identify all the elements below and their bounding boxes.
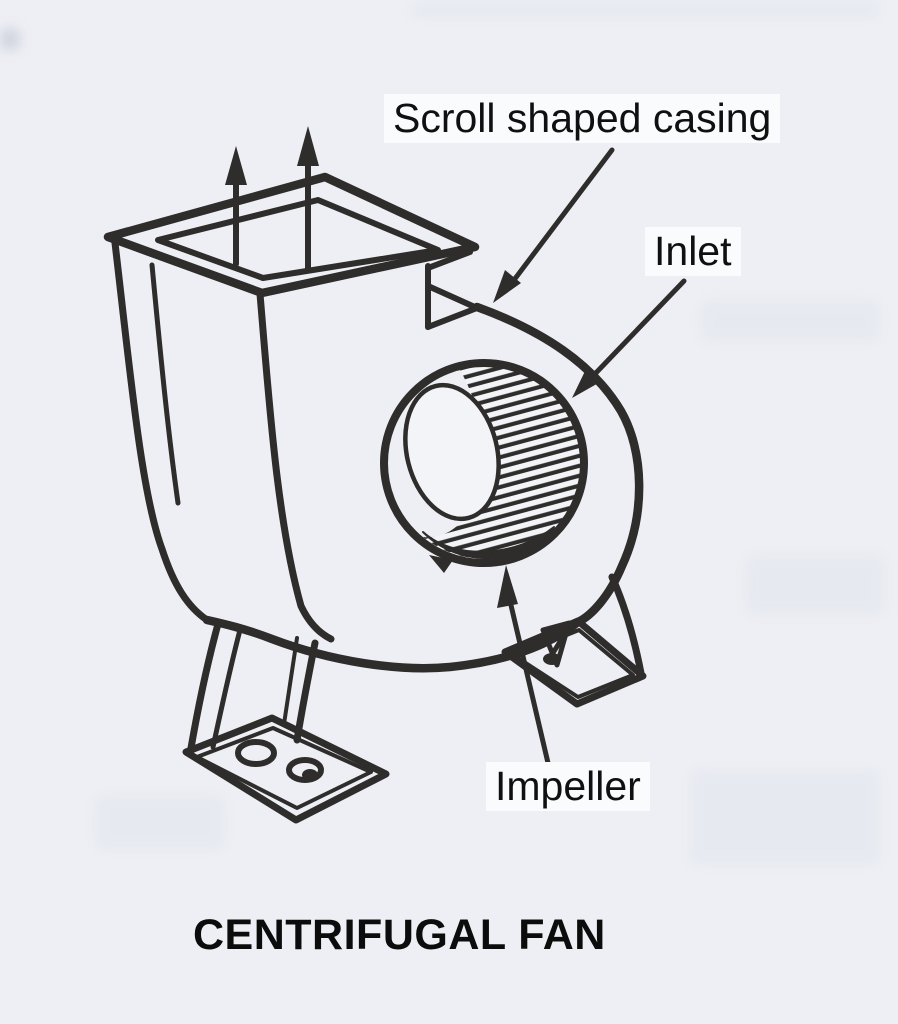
inlet-rim (380, 359, 588, 567)
airflow-arrowhead (297, 126, 319, 166)
right-foot-edge (608, 573, 645, 677)
scan-artifact (95, 795, 225, 850)
scan-artifact (690, 770, 880, 865)
inlet-rim-nub (429, 555, 453, 573)
leader-casing (493, 147, 615, 303)
left-foot-edge (187, 620, 222, 752)
leader-arrowhead (497, 565, 518, 608)
outlet-flange-inner (155, 197, 441, 281)
scan-artifact (700, 300, 880, 342)
bolt-hole (235, 739, 277, 767)
left-mounting-foot (182, 620, 390, 824)
left-foot-edge (293, 639, 319, 744)
label-inlet: Inlet (645, 227, 741, 277)
duct-left-inner-edge (149, 262, 181, 506)
leader-inlet (572, 278, 687, 398)
leader-impeller (497, 565, 551, 766)
left-foot-edge (210, 627, 243, 750)
right-base-plate-inner (513, 628, 635, 699)
bolt-hole-shadow (302, 769, 318, 781)
scan-artifact (410, 2, 880, 18)
duct-casing-joint (425, 249, 473, 271)
duct-left-outer-edge (111, 239, 211, 624)
label-scroll-shaped-casing: Scroll shaped casing (384, 94, 781, 144)
inlet-opening (380, 359, 588, 573)
leader-arrowhead (493, 270, 521, 303)
right-base-plate (501, 617, 647, 708)
leader-line (507, 598, 551, 766)
impeller-shadow (422, 526, 555, 560)
duct-front-edge (256, 290, 335, 643)
scan-artifact (745, 555, 885, 615)
right-foot-gusset (540, 620, 572, 668)
label-impeller: Impeller (486, 762, 650, 812)
figure-caption: CENTRIFUGAL FAN (193, 911, 606, 959)
scroll-tongue-wedge (425, 283, 480, 330)
leader-arrowhead (572, 367, 602, 398)
bolt-shadow (543, 653, 561, 665)
airflow-arrowhead (225, 146, 247, 185)
impeller-hatching (423, 364, 582, 559)
leader-line (589, 278, 687, 380)
left-foot-edge (282, 636, 299, 726)
leader-line (505, 147, 615, 291)
right-mounting-foot (501, 573, 647, 708)
left-base-plate (182, 714, 390, 824)
bolt-hole (286, 757, 324, 783)
scan-artifact (0, 28, 20, 50)
inlet-eye (403, 382, 501, 522)
airflow-arrows (225, 126, 319, 271)
left-base-plate-inner (195, 726, 373, 810)
outlet-flange-outer (103, 172, 480, 298)
